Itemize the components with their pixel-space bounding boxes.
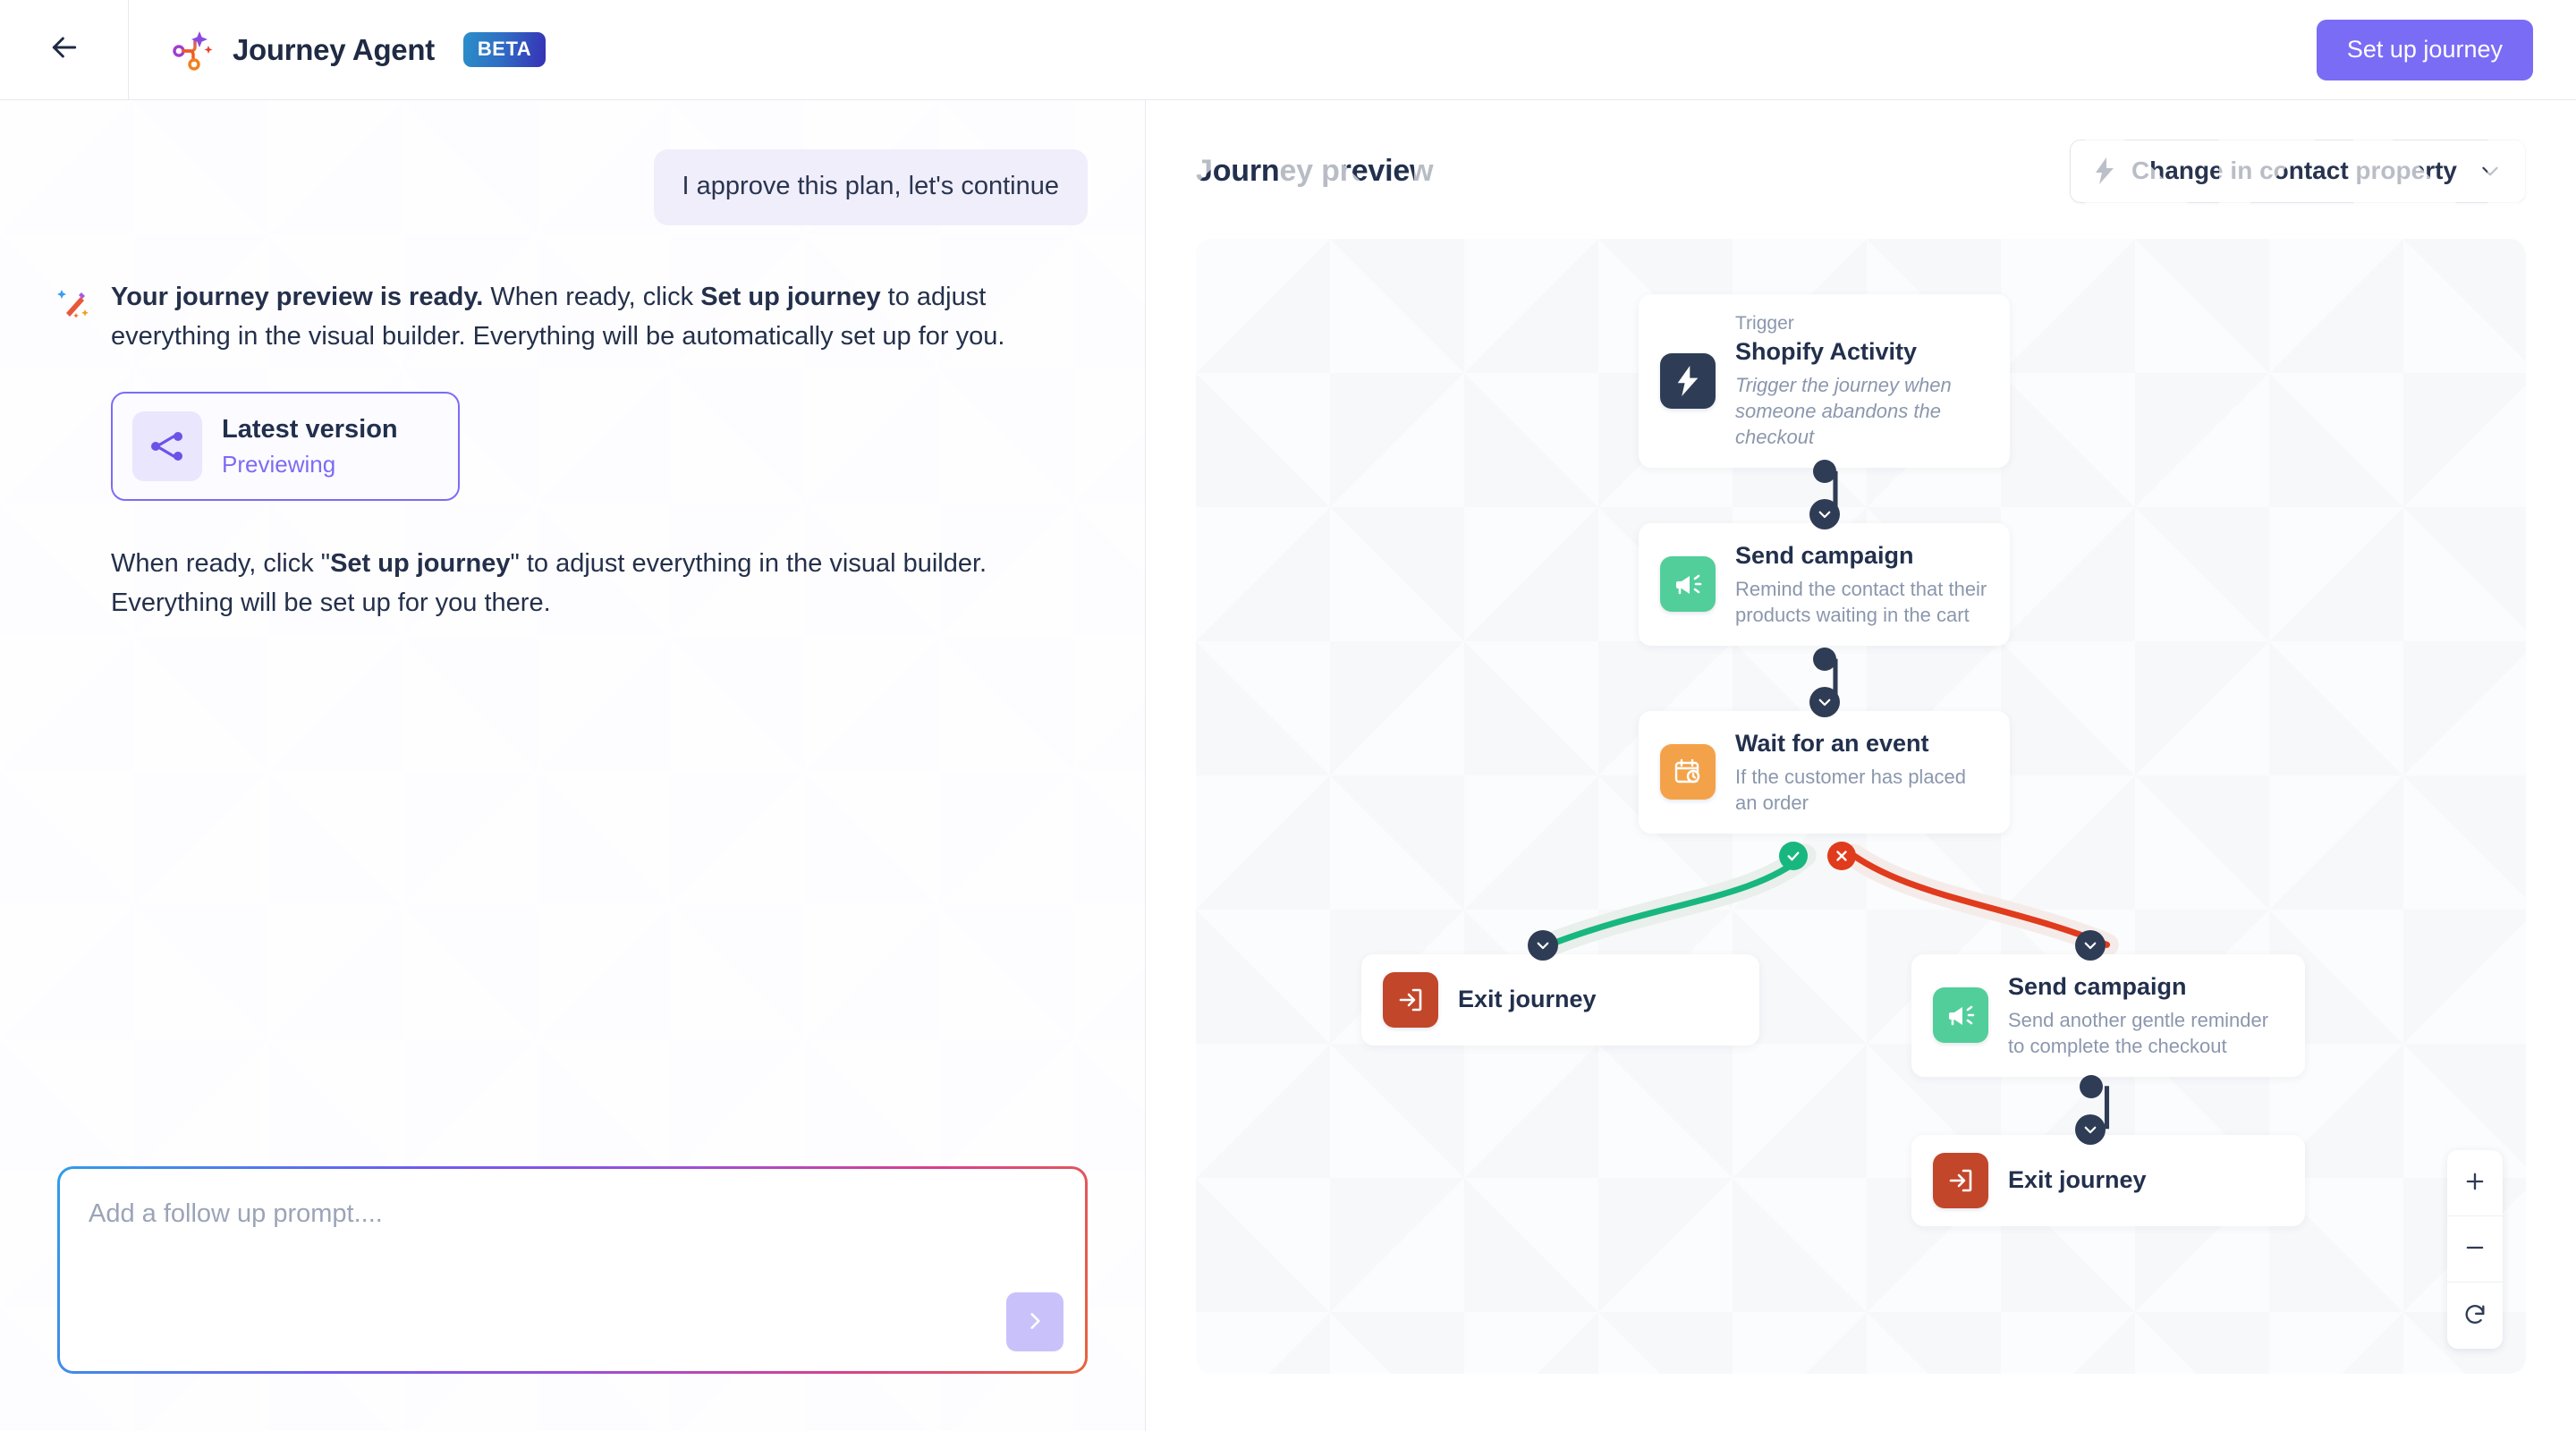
- trigger-select-label: Change in contact property: [2131, 157, 2457, 184]
- top-bar: Journey Agent BETA Set up journey: [0, 0, 2576, 100]
- version-status: Previewing: [222, 451, 336, 478]
- agent-text-lead-2: When ready, click ": [111, 549, 331, 579]
- chat-panel: I approve this plan, let's continue: [0, 100, 1146, 1431]
- flow-edges: [1537, 470, 2119, 1130]
- journey-agent-logo-icon: [172, 28, 216, 72]
- port-out-send-campaign-2[interactable]: [2080, 1075, 2103, 1098]
- node-trigger-text: Trigger Shopify Activity Trigger the jou…: [1735, 312, 1988, 450]
- follow-up-prompt-input[interactable]: [60, 1169, 1085, 1371]
- port-out-trigger[interactable]: [1813, 460, 1836, 483]
- latest-version-card[interactable]: Latest version Previewing: [111, 392, 460, 502]
- lightning-bolt-icon: [1660, 353, 1716, 410]
- agent-message-1-body: Your journey preview is ready. When read…: [111, 277, 1088, 622]
- exit-arrow-icon: [1933, 1153, 1988, 1208]
- zoom-out-button[interactable]: [2447, 1216, 2503, 1283]
- port-out-send-campaign-1[interactable]: [1813, 648, 1836, 671]
- node-exit-journey-2-text: Exit journey: [2008, 1165, 2147, 1196]
- share-nodes-icon: [132, 411, 202, 482]
- node-exit-journey-1-title: Exit journey: [1458, 986, 1597, 1013]
- composer-wrapper: [0, 1166, 1145, 1431]
- lightning-bolt-icon: [2094, 157, 2115, 184]
- megaphone-icon: [1933, 987, 1988, 1044]
- node-send-campaign-2-text: Send campaign Send another gentle remind…: [2008, 972, 2284, 1059]
- minus-icon: [2462, 1235, 2487, 1263]
- port-branch-no[interactable]: [1827, 842, 1856, 870]
- node-send-campaign-2-title: Send campaign: [2008, 973, 2187, 1000]
- agent-bold-action-1: Set up journey: [700, 283, 881, 312]
- agent-bold-lead: Your journey preview is ready.: [111, 283, 484, 312]
- beta-badge: BETA: [462, 32, 547, 67]
- node-trigger-title: Shopify Activity: [1735, 338, 1918, 366]
- version-title: Latest version: [222, 415, 398, 445]
- user-message-row: I approve this plan, let's continue: [57, 149, 1088, 226]
- chevron-right-icon: [1023, 1309, 1046, 1335]
- agent-text-mid: When ready, click: [483, 283, 701, 312]
- port-in-send-campaign-2[interactable]: [2075, 930, 2106, 961]
- node-exit-journey-1[interactable]: Exit journey: [1361, 954, 1759, 1046]
- back-button[interactable]: [0, 0, 129, 99]
- port-in-send-campaign-1[interactable]: [1809, 499, 1840, 529]
- send-button[interactable]: [1006, 1292, 1063, 1351]
- canvas-outer: Trigger Shopify Activity Trigger the jou…: [1146, 203, 2576, 1431]
- node-trigger-kicker: Trigger: [1735, 313, 1794, 334]
- node-exit-journey-1-text: Exit journey: [1458, 985, 1597, 1015]
- node-send-campaign-1[interactable]: Send campaign Remind the contact that th…: [1639, 523, 2010, 646]
- refresh-icon: [2462, 1302, 2487, 1330]
- node-send-campaign-1-desc: Remind the contact that their products w…: [1735, 577, 1987, 626]
- node-wait-for-event-title: Wait for an event: [1735, 730, 1929, 757]
- preview-title: Journey preview: [1196, 154, 1434, 188]
- node-wait-for-event-text: Wait for an event If the customer has pl…: [1735, 729, 1986, 816]
- node-trigger-desc: Trigger the journey when someone abandon…: [1735, 374, 1952, 449]
- chat-scroll-area[interactable]: I approve this plan, let's continue: [0, 100, 1145, 1166]
- node-send-campaign-2-desc: Send another gentle reminder to complete…: [2008, 1008, 2269, 1057]
- agent-paragraph-2: When ready, click "Set up journey" to ad…: [111, 544, 1014, 622]
- node-send-campaign-1-text: Send campaign Remind the contact that th…: [1735, 541, 1988, 628]
- agent-message-1: Your journey preview is ready. When read…: [57, 277, 1088, 622]
- main-body: I approve this plan, let's continue: [0, 100, 2576, 1431]
- user-message-bubble: I approve this plan, let's continue: [653, 149, 1088, 226]
- flow-graph: Trigger Shopify Activity Trigger the jou…: [1196, 239, 2526, 1374]
- node-exit-journey-2[interactable]: Exit journey: [1911, 1135, 2305, 1226]
- port-in-exit-journey-1[interactable]: [1528, 930, 1558, 961]
- magic-wand-icon: [57, 286, 91, 320]
- port-in-exit-journey-2[interactable]: [2075, 1114, 2106, 1145]
- node-wait-for-event[interactable]: Wait for an event If the customer has pl…: [1639, 711, 2010, 834]
- app-title: Journey Agent: [233, 32, 435, 66]
- node-exit-journey-2-title: Exit journey: [2008, 1166, 2147, 1194]
- agent-paragraph-1: Your journey preview is ready. When read…: [111, 277, 1014, 356]
- brand: Journey Agent BETA: [129, 28, 547, 72]
- set-up-journey-button[interactable]: Set up journey: [2316, 19, 2533, 80]
- arrow-left-icon: [47, 30, 82, 70]
- megaphone-icon: [1660, 556, 1716, 613]
- node-trigger[interactable]: Trigger Shopify Activity Trigger the jou…: [1639, 294, 2010, 469]
- composer: [57, 1166, 1088, 1374]
- port-in-wait-for-event[interactable]: [1809, 687, 1840, 717]
- journey-preview-panel: Journey preview Change in contact proper…: [1146, 100, 2576, 1431]
- trigger-type-select[interactable]: Change in contact property: [2069, 140, 2526, 203]
- chevron-down-icon: [2479, 159, 2502, 182]
- port-branch-yes[interactable]: [1779, 842, 1808, 870]
- agent-bold-action-2: Set up journey: [330, 549, 511, 579]
- exit-arrow-icon: [1383, 972, 1438, 1028]
- preview-header: Journey preview Change in contact proper…: [1146, 100, 2576, 203]
- node-send-campaign-2[interactable]: Send campaign Send another gentle remind…: [1911, 954, 2305, 1077]
- calendar-clock-icon: [1660, 744, 1716, 800]
- zoom-in-button[interactable]: [2447, 1150, 2503, 1216]
- node-send-campaign-1-title: Send campaign: [1735, 542, 1914, 569]
- plus-icon: [2462, 1169, 2487, 1197]
- zoom-controls: [2447, 1150, 2503, 1349]
- reset-view-button[interactable]: [2447, 1283, 2503, 1349]
- version-card-text: Latest version Previewing: [222, 414, 398, 478]
- journey-canvas[interactable]: Trigger Shopify Activity Trigger the jou…: [1196, 239, 2526, 1374]
- node-wait-for-event-desc: If the customer has placed an order: [1735, 765, 1967, 814]
